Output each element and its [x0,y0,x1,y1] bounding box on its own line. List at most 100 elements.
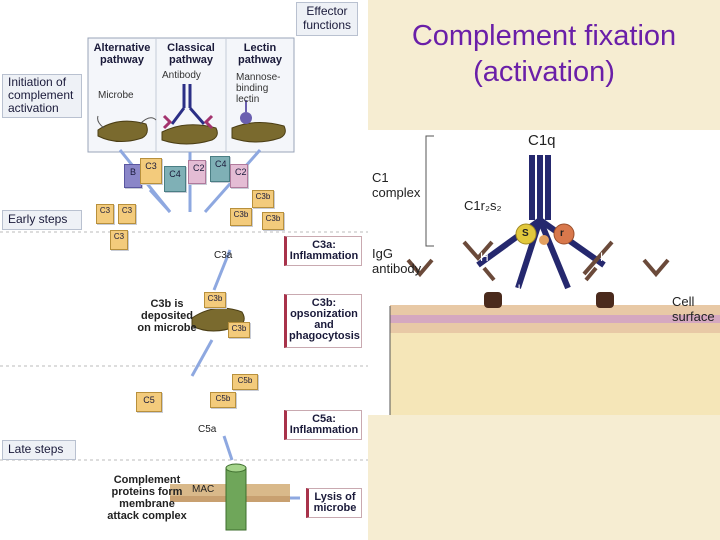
classical-pathway-label: Classical pathway [158,42,224,66]
pathway-label-line: pathway [168,54,213,66]
mbl-label-line: Mannose- [236,72,281,83]
mbl-label-line: binding [236,83,269,94]
c5-protein: C5 [136,392,162,412]
pathway-label-line: Alternative [93,42,151,54]
antigen-icon [484,292,614,308]
igg-line: IgG [372,246,393,261]
c3b-protein: C3b [204,292,226,308]
c5a-inflammation-box: C5a: Inflammation [284,410,362,440]
pathway-label-line: Classical [167,42,215,54]
pathway-label-line: Lectin [243,42,277,54]
effect-line: C3b: [311,297,337,309]
c4b-protein: C4 [210,156,230,182]
igg-line: antibody [372,261,422,276]
c3a-inflammation-box: C3a: Inflammation [284,236,362,266]
c1q-icon [476,155,606,290]
heavy-chain-letter: H [600,250,609,264]
c1r-letter: r [560,228,564,239]
slide-title-line2: (activation) [473,56,615,88]
antibody-icon [162,114,214,130]
c1r2s2-label: C1r₂s₂ [464,198,502,213]
c1s-letter: S [522,228,529,239]
mac-label: MAC [192,484,215,495]
microbe-icon [97,115,157,142]
effect-line: microbe [313,502,357,514]
c3a-label: C3a [214,250,233,261]
c3-protein: C3 [96,204,114,224]
complement-mac-line: Complement [113,474,181,486]
heavy-chain-letter: H [572,282,581,296]
initiation-stage-tab: Initiation of complement activation [2,74,82,118]
c3b-deposit-line: on microbe [137,322,197,334]
cell-surface-line: surface [672,309,715,324]
microbe-icon [161,124,218,145]
stage-tab-line: activation [8,101,59,115]
c2-protein: C2 [188,160,206,184]
stage-tab-line: Initiation of [8,75,67,89]
igg-antibody-icon [462,240,614,282]
effect-line: C5a: [312,413,336,425]
c3b-protein: C3b [230,208,252,226]
effect-line: opsonization [290,308,358,320]
c3b-deposit-line: deposited [141,310,193,322]
lectin-pathway-label: Lectin pathway [228,42,292,66]
c3b-protein: C3b [252,190,274,208]
c3b-opsonization-box: C3b: opsonization and phagocytosis [284,294,362,348]
effector-header-line2: functions [302,18,352,32]
complement-mac-line: membrane [119,498,175,510]
complement-mac-label: Complement proteins form membrane attack… [104,474,190,522]
c3-protein: C3 [110,230,128,250]
bottom-background [368,415,720,540]
microbe-label: Microbe [98,90,134,101]
complement-mac-line: proteins form [111,486,183,498]
mbl-label: Mannose- binding lectin [236,72,280,105]
slide-title: Complement fixation (activation) [368,18,720,90]
cell-surface-label: Cell surface [672,294,715,324]
stage-tab-line: complement [8,88,74,102]
c1-complex-diagram [389,135,720,415]
complement-pathway-diagram [0,37,368,531]
slide-title-line1: Complement fixation [411,20,677,52]
mannose-binding-lectin-icon [240,100,252,124]
effect-line: Inflammation [289,250,359,262]
membrane-stripe [390,315,720,323]
pathway-label-line: pathway [99,54,144,66]
cell-surface-line: Cell [672,294,695,309]
c1s-icon [515,223,537,245]
c2b-protein: C2 [230,164,248,188]
heavy-chain-letter: H [512,282,521,296]
c5b-protein: C5b [232,374,258,390]
mbl-label-line: lectin [236,94,260,105]
c5a-label: C5a [198,424,217,435]
effect-line: C3a: [312,239,336,251]
antibody-icon [170,84,206,125]
mac-pore-icon [170,463,290,531]
c5b-protein: C5b [210,392,236,408]
title-area [368,0,720,130]
c1r-small-icon [539,235,549,245]
c3b-deposited-label: C3b is deposited on microbe [132,298,202,334]
c3b-protein: C3b [262,212,284,230]
effector-functions-header: Effector functions [296,2,358,36]
c1-complex-line: C1 [372,170,389,185]
c1r-icon [553,223,575,245]
antibody-label: Antibody [162,70,201,81]
c1-complex-line: complex [372,185,421,200]
lysis-box: Lysis of microbe [306,488,362,518]
c3b-deposit-line: C3b is [150,298,184,310]
pathway-label-line: pathway [237,54,282,66]
effect-line: Inflammation [289,424,359,436]
effect-line: phagocytosis [289,330,360,342]
igg-antibody-label: IgG antibody [372,246,421,276]
late-steps-tab: Late steps [2,440,76,460]
c1q-label: C1q [528,132,556,149]
complement-mac-line: attack complex [107,510,187,522]
c1-bracket [425,135,434,247]
heavy-chain-letter: H [480,250,489,264]
effect-line: Lysis of [314,491,356,503]
c4-protein: C4 [164,166,186,192]
c1-complex-label: C1 complex [372,170,420,200]
alternative-pathway-label: Alternative pathway [90,42,154,66]
c3b-protein: C3b [228,322,250,338]
microbe-icon [231,122,286,143]
